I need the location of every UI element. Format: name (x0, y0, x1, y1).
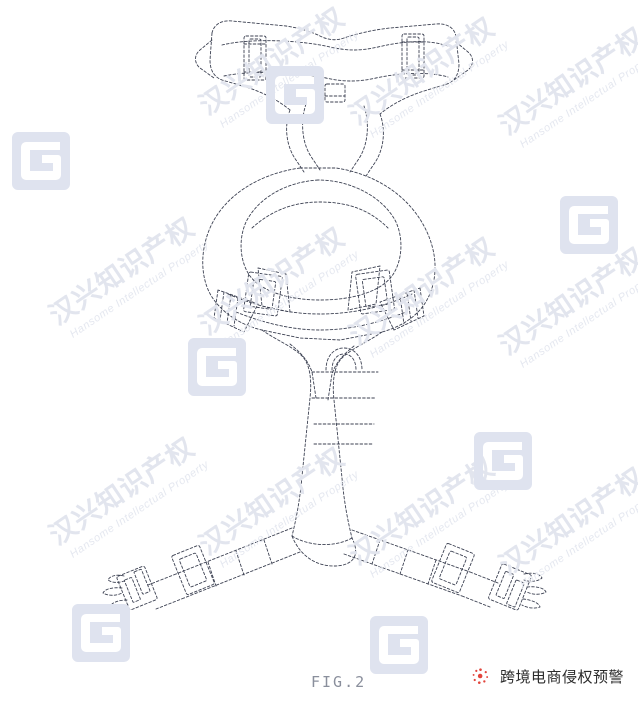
figure-label: FIG.2 (311, 673, 367, 691)
footer-brand-text: 跨境电商侵权预警 (499, 668, 624, 686)
upper-shoulder-straps (286, 83, 384, 177)
right-shoulder-slot-buckle (401, 33, 425, 79)
waist-bottom-curve (291, 535, 357, 567)
right-side-adjuster (347, 265, 425, 331)
red-dotted-globe-icon (472, 668, 489, 684)
seat-panel (202, 167, 436, 341)
left-side-adjuster (213, 267, 291, 333)
right-strap-adjuster (431, 543, 475, 593)
right-waist-buckle-female (488, 563, 547, 611)
left-shoulder-slot-buckle (243, 35, 267, 81)
footer-brand: 跨境电商侵权预警 (470, 666, 624, 687)
left-waist-strap (102, 527, 301, 611)
left-waist-buckle-male (102, 565, 158, 611)
chest-tab (324, 83, 346, 103)
loop-handle (325, 347, 363, 371)
right-waist-strap (343, 529, 547, 611)
shoulder-yoke-strap (195, 20, 473, 115)
left-strap-adjuster (171, 545, 215, 595)
torso-panel (261, 329, 383, 546)
